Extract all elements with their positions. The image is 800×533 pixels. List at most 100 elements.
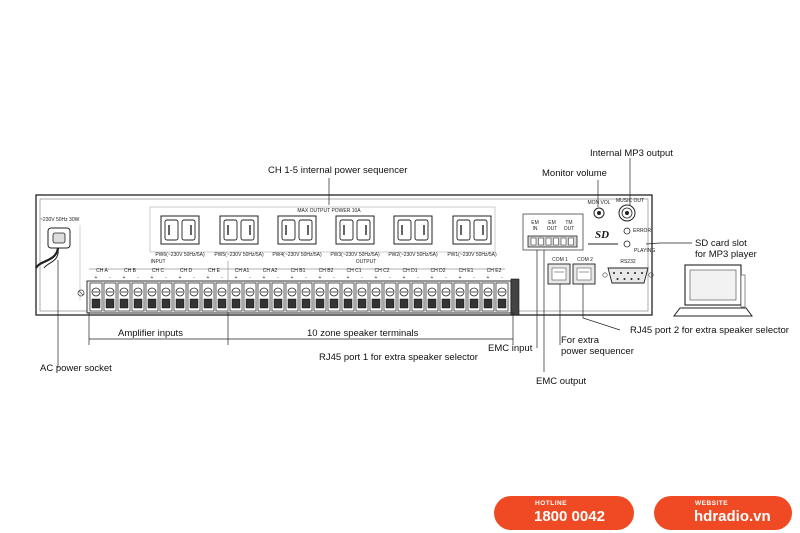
rs232-pin [623,278,626,280]
music-out-label: MUSIC OUT [615,198,645,204]
emc-pin [538,237,544,246]
output-channel-label: CH E2 [486,268,502,274]
input-channel-label: CH B [124,268,136,274]
polarity-minus: - [277,275,279,281]
rs232-pin [627,272,629,274]
rs232-pin [620,272,622,274]
rs232-pin [613,272,615,274]
screw-terminal [271,282,285,312]
callout-emc-output: EMC output [536,376,587,387]
polarity-plus: + [178,275,182,281]
screw-terminal [229,282,243,312]
screw-terminal [187,282,201,312]
output-channel-label: CH D1 [402,268,418,274]
screw-terminal [425,282,439,312]
emc-pin [553,237,559,246]
output-channel-label: CH D2 [430,268,446,274]
power-outlet [452,215,492,245]
website-badge[interactable]: WEBSITE hdradio.vn [654,496,792,530]
output-channel-label: CH C2 [374,268,390,274]
screw-terminal [131,282,145,312]
com2-port [572,263,596,285]
screw-terminal [299,282,313,312]
terminal-end-cap [510,278,520,316]
emc-in-label: EM IN [531,220,539,232]
polarity-minus: - [165,275,167,281]
callout-zone-speaker-terminals: 10 zone speaker terminals [307,328,419,339]
callout-sd-card-slot: SD card slot [695,238,747,249]
power-outlet [160,215,200,245]
outlet-label-pw3: PW3(~230V 50Hz/5A) [330,252,380,258]
screw-terminal [383,282,397,312]
input-channel-label: CH C [151,268,165,274]
input-channel-label: CH D [179,268,193,274]
screw-terminal [341,282,355,312]
outlet-label-pw2: PW2(~230V 50Hz/5A) [388,252,438,258]
polarity-minus: - [221,275,223,281]
power-outlet [335,215,375,245]
rs232-pin [634,272,636,274]
polarity-minus: - [389,275,391,281]
screw-terminal [285,282,299,312]
website-url[interactable]: hdradio.vn [694,508,771,525]
callout-emc-input: EMC input [488,343,533,354]
emc-pin [568,237,574,246]
screw-terminal [173,282,187,312]
screw-terminal [397,282,411,312]
sd-logo: SD [595,229,610,241]
callout-amplifier-inputs: Amplifier inputs [118,328,183,339]
polarity-plus: + [234,275,238,281]
hotline-number[interactable]: 1800 0042 [534,508,605,525]
screw-terminal [369,282,383,312]
screw-terminal [439,282,453,312]
rs232-port [602,267,654,284]
polarity-minus: - [137,275,139,281]
polarity-plus: + [430,275,434,281]
screw-terminal [89,282,103,312]
polarity-plus: + [458,275,462,281]
output-header: OUTPUT [355,259,377,265]
screw-terminal [327,282,341,312]
polarity-plus: + [346,275,350,281]
callout-sd-card-mp3: for MP3 player [695,249,757,260]
input-channel-label: CH E [208,268,220,274]
emc-pin [560,237,567,246]
hotline-badge[interactable]: HOTLINE 1800 0042 [494,496,634,530]
tm-out-label: TM OUT [563,220,575,232]
polarity-plus: + [374,275,378,281]
callout-extra-power-sequencer-2: power sequencer [561,346,634,357]
output-channel-label: CH B1 [290,268,306,274]
polarity-plus: + [290,275,294,281]
polarity-plus: + [402,275,406,281]
polarity-minus: - [501,275,503,281]
polarity-minus: - [193,275,195,281]
outlet-frame [149,206,496,253]
leader-sd-card [645,242,692,245]
callout-monitor-volume: Monitor volume [542,168,607,179]
leader-rj45-port2 [582,284,621,331]
polarity-minus: - [333,275,335,281]
rs232-pin [641,272,643,274]
rs232-pin [616,278,619,280]
screw-terminal [411,282,425,312]
hotline-label: HOTLINE [535,500,568,507]
callout-power-sequencer: CH 1-5 internal power sequencer [268,165,408,176]
output-channel-label: CH A1 [234,268,250,274]
polarity-plus: + [122,275,126,281]
outlet-label-pw1: PW1(~230V 50Hz/5A) [447,252,497,258]
power-outlet [393,215,433,245]
output-channel-label: CH E1 [458,268,474,274]
max-output-power-label: MAX OUTPUT POWER 10A [297,208,361,214]
polarity-plus: + [94,275,98,281]
output-channel-label: CH A2 [262,268,278,274]
polarity-minus: - [473,275,475,281]
screw-terminal [159,282,173,312]
polarity-plus: + [150,275,154,281]
terminal-block [86,278,520,316]
input-channel-label: CH A [96,268,108,274]
callout-internal-mp3-output: Internal MP3 output [590,148,673,159]
playing-led [623,240,631,248]
polarity-minus: - [305,275,307,281]
